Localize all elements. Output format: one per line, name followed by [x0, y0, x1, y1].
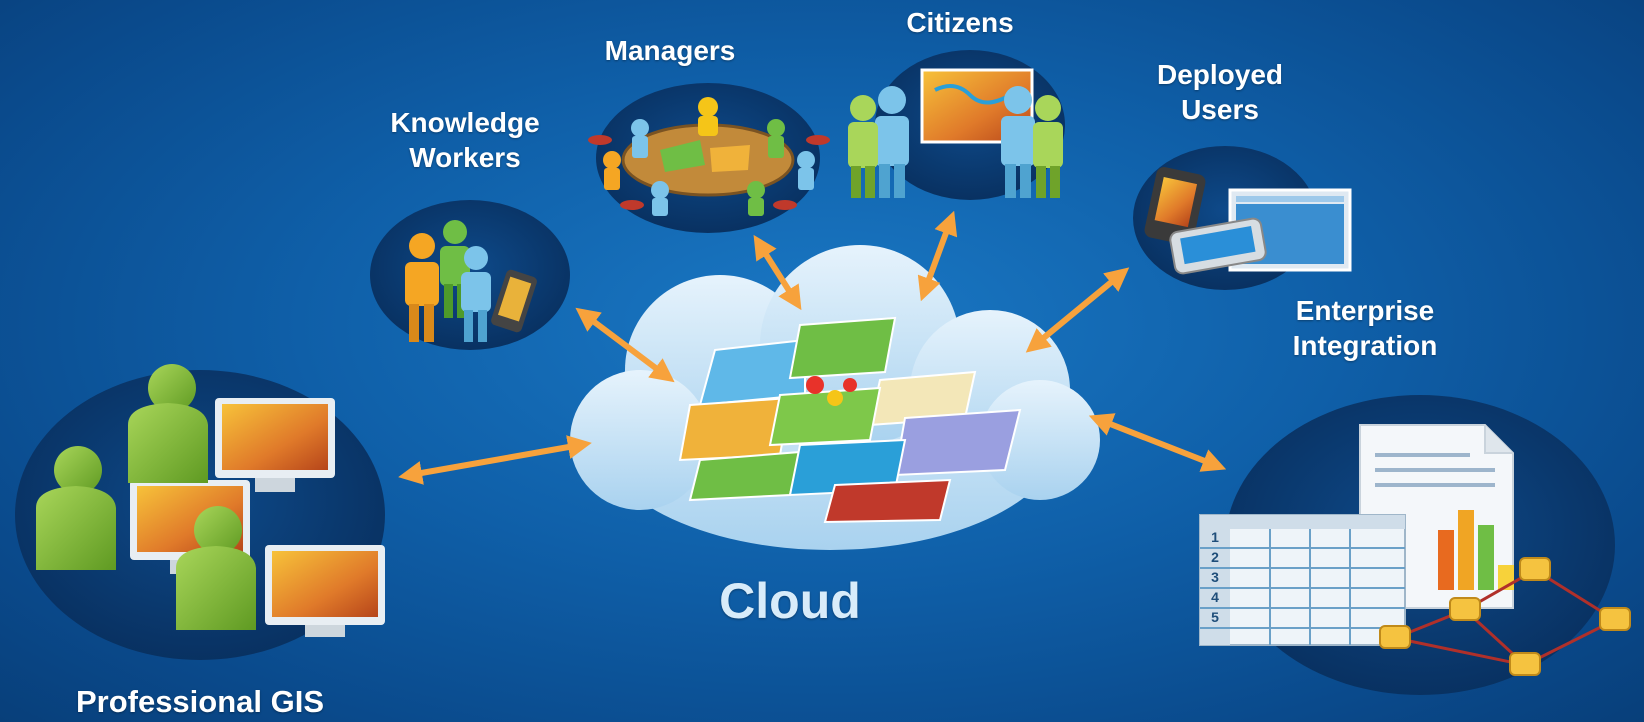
label-knowledge-workers: Knowledge Workers — [340, 105, 590, 175]
label-deployed-users-line2: Users — [1181, 94, 1259, 125]
label-professional-gis: Professional GIS — [75, 684, 325, 719]
knowledge-workers-icon — [405, 220, 537, 342]
label-citizens: Citizens — [906, 7, 1014, 38]
label-enterprise-integration-line1: Enterprise — [1295, 295, 1435, 326]
table-row-number: 4 — [1211, 589, 1219, 605]
arrow-enterprise-integration — [1088, 413, 1227, 472]
deployed-users-icon — [1144, 167, 1352, 275]
label-cloud: Cloud — [719, 573, 861, 629]
arrow-managers — [753, 234, 802, 311]
enterprise-integration-icon — [1199, 424, 1631, 676]
label-enterprise-integration-line2: Integration — [1292, 330, 1438, 361]
table-row-number-list: 1 2 3 4 5 — [1203, 529, 1227, 629]
arrow-knowledge-workers — [575, 307, 675, 383]
arrow-citizens — [917, 210, 958, 302]
managers-icon — [588, 97, 830, 216]
table-row-number: 2 — [1211, 549, 1219, 565]
arrow-deployed-users — [1025, 267, 1130, 353]
table-row-number: 3 — [1211, 569, 1219, 585]
label-knowledge-workers-line1: Knowledge — [390, 107, 540, 138]
label-knowledge-workers-line2: Workers — [409, 142, 521, 173]
citizens-icon — [848, 68, 1063, 198]
map-layers-icon — [678, 316, 1022, 524]
label-deployed-users-line1: Deployed — [1156, 59, 1284, 90]
table-row-number: 1 — [1211, 529, 1219, 545]
label-managers: Managers — [604, 35, 736, 66]
label-enterprise-integration: Enterprise Integration — [1245, 293, 1485, 363]
table-row-number: 5 — [1211, 609, 1219, 625]
professional-gis-icon — [36, 364, 385, 637]
arrow-professional-gis — [398, 435, 592, 485]
label-deployed-users: Deployed Users — [1120, 57, 1320, 127]
